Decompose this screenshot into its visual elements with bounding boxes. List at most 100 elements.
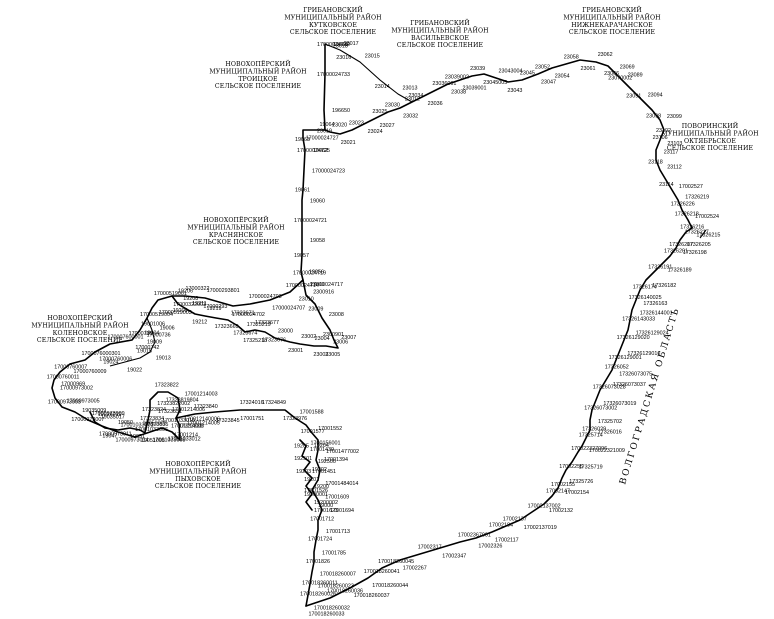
boundary-point-label: 17326029 <box>582 426 606 432</box>
boundary-point-label: 23036001 <box>432 81 456 87</box>
boundary-point-label: 17001623 <box>314 508 338 514</box>
boundary-point-label: 23103 <box>667 141 682 147</box>
boundary-point-label: 17326140025 <box>629 295 662 301</box>
region-label-vasilevskoe-line-1: МУНИЦИПАЛЬНЫЙ РАЙОН <box>391 26 489 34</box>
boundary-point-label: 170018260036 <box>327 589 363 595</box>
boundary-point-label: 17002267 <box>403 566 427 572</box>
boundary-point-label: 170018260026 <box>300 592 336 598</box>
boundary-point-label: 17001785 <box>322 551 346 557</box>
boundary-point-label: 17326218 <box>675 212 699 218</box>
boundary-point-label: 17326226 <box>671 202 695 208</box>
boundary-point-label: 17323822002 <box>157 401 190 407</box>
boundary-point-label: 17000024714 <box>286 283 319 289</box>
boundary-point-label: 23043 <box>507 88 522 94</box>
boundary-point-label: 17002184 <box>489 523 513 529</box>
boundary-point-label: 19057 <box>294 253 309 259</box>
boundary-point-label: 17326205 <box>687 242 711 248</box>
region-label-oktyabrskoe-line-1: МУНИЦИПАЛЬНЫЙ РАЙОН <box>661 129 759 137</box>
boundary-point-label: 19051005 <box>141 438 165 444</box>
boundary-point-label: 17000519004 <box>140 312 173 318</box>
boundary-point-label: 17323669 <box>215 324 239 330</box>
region-label-kutkovskoe-line-0: ГРИБАНОВСКИЙ <box>303 6 363 14</box>
boundary-point-label: 17326073019 <box>603 401 636 407</box>
boundary-point-label: 19208 <box>183 296 198 302</box>
boundary-point-label: 17000322 <box>186 286 210 292</box>
boundary-point-label: 23013 <box>403 85 418 91</box>
boundary-point-label: 19047 <box>102 434 117 440</box>
boundary-point-label: 23004 <box>315 336 330 342</box>
region-label-nizhnekarachanskoe-line-2: НИЖНЕКАРАЧАНСКОЕ <box>571 22 653 29</box>
region-label-vasilevskoe-line-2: ВАСИЛЬЕВСКОЕ <box>411 35 469 42</box>
boundary-point-label: 17001033006 <box>135 427 168 433</box>
boundary-point-label: 17000293801 <box>207 288 240 294</box>
boundary-point-label: 23019 <box>317 129 332 135</box>
boundary-point-label: 17323976 <box>283 416 307 422</box>
boundary-point-label: 23000 <box>278 329 293 335</box>
boundary-point-label: 23030 <box>385 103 400 109</box>
boundary-point-label: 17000973011 <box>99 431 132 437</box>
boundary-point-label: 23043004 <box>499 68 523 74</box>
boundary-point-label: 17001577 <box>301 429 325 435</box>
boundary-point-label: 17000024719 <box>293 270 326 276</box>
boundary-point-label: 23112 <box>667 164 682 170</box>
boundary-point-label: 17323831 <box>158 409 182 415</box>
boundary-point-label: 23006 <box>333 340 348 346</box>
region-label-krasnyanskoe-line-0: НОВОХОПЁРСКИЙ <box>203 216 269 224</box>
boundary-point-label: 17323845 <box>216 418 240 424</box>
boundary-point-label: 23045 <box>520 70 535 76</box>
boundary-point-label: 17326129024 <box>636 330 669 336</box>
region-label-troitskoe-line-0: НОВОХОПЁРСКИЙ <box>225 60 291 68</box>
boundary-point-label: 17324849 <box>262 400 286 406</box>
boundary-point-label: 17326129020 <box>617 335 650 341</box>
region-label-pykhovskoe-line-3: СЕЛЬСКОЕ ПОСЕЛЕНИЕ <box>155 483 242 490</box>
boundary-point-label: 17001394 <box>324 457 348 463</box>
boundary-point-label: 23117 <box>664 150 679 156</box>
boundary-point-label: 17323834 <box>140 416 164 422</box>
boundary-point-label: 23099 <box>667 114 682 120</box>
boundary-point-label: 17000024727 <box>306 136 339 142</box>
boundary-point-label: 23023 <box>349 121 364 127</box>
boundary-point-label: 17002326 <box>478 544 502 550</box>
boundary-point-label: 17001033001 <box>121 422 154 428</box>
boundary-point-label: 23017 <box>344 41 359 47</box>
boundary-point-label: 17001477002 <box>326 449 359 455</box>
boundary-point-label: 192500 <box>318 459 336 465</box>
boundary-point-label: 17325726 <box>569 479 593 485</box>
boundary-point-label: 23012 <box>405 96 420 102</box>
boundary-point-label: 17002255 <box>559 464 583 470</box>
region-label-krasnyanskoe-line-2: КРАСНЯНСКОЕ <box>209 232 264 239</box>
boundary-point-label: 192501 <box>294 456 312 462</box>
boundary-point-label: 17002527 <box>679 184 703 190</box>
region-label-troitskoe-line-3: СЕЛЬСКОЕ ПОСЕЛЕНИЕ <box>215 83 302 90</box>
boundary-point-label: 17000024702 <box>232 312 265 318</box>
boundary-point-label: 23054 <box>555 74 570 80</box>
boundary-point-label: 23118 <box>648 160 663 166</box>
boundary-point-label: 170022327096 <box>571 446 607 452</box>
boundary-east <box>324 59 693 229</box>
boundary-point-label: 170018260023 <box>318 583 354 589</box>
boundary-point-label: 17325702 <box>598 419 622 425</box>
boundary-point-label: 17326198 <box>683 250 707 256</box>
boundary-point-label: 170018260007 <box>320 571 356 577</box>
boundary-point-label: 170018260045 <box>378 559 414 565</box>
boundary-north-segment <box>324 43 413 103</box>
boundary-point-label: 1700156001 <box>311 441 341 447</box>
boundary-point-label: 17000973009 <box>92 411 125 417</box>
boundary-point-label: 17000742 <box>135 345 159 351</box>
boundary-point-label: 17326189 <box>668 268 692 274</box>
boundary-point-label: 17002147 <box>546 489 570 495</box>
boundary-point-label: 17001033012 <box>168 437 201 443</box>
region-label-krasnyanskoe-line-1: МУНИЦИПАЛЬНЫЙ РАЙОН <box>187 223 285 231</box>
boundary-point-label: 23038 <box>451 89 466 95</box>
boundary-point-label: 17323822 <box>155 383 179 389</box>
boundary-point-label: 19061 <box>295 188 310 194</box>
boundary-point-label: 17326144001 <box>640 310 673 316</box>
boundary-point-label: 23036 <box>428 101 443 107</box>
boundary-point-label: 19200001 <box>304 492 328 498</box>
boundary-point-label: 19209 <box>173 308 188 314</box>
boundary-point-label: 17001713 <box>326 529 350 535</box>
boundary-point-label: 23070002 <box>608 76 632 82</box>
boundary-point-label: 23015 <box>365 54 380 60</box>
boundary-point-label: 17001214006 <box>172 407 205 413</box>
boundary-point-label: 17326073002 <box>584 406 617 412</box>
